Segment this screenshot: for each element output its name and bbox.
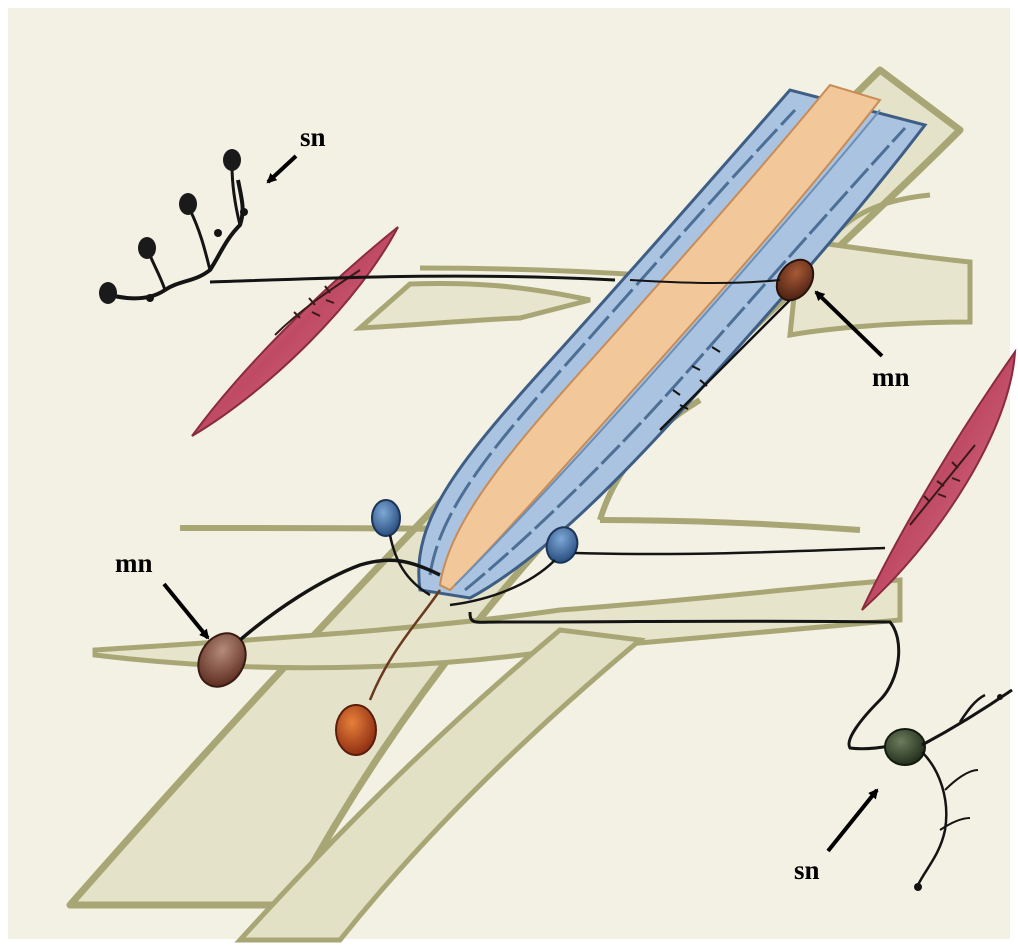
label-text-sn-top: sn — [300, 122, 326, 152]
label-text-sn-bottom: sn — [794, 855, 820, 885]
label-text-mn-right: mn — [872, 362, 910, 392]
label-text-mn-left: mn — [115, 548, 153, 578]
